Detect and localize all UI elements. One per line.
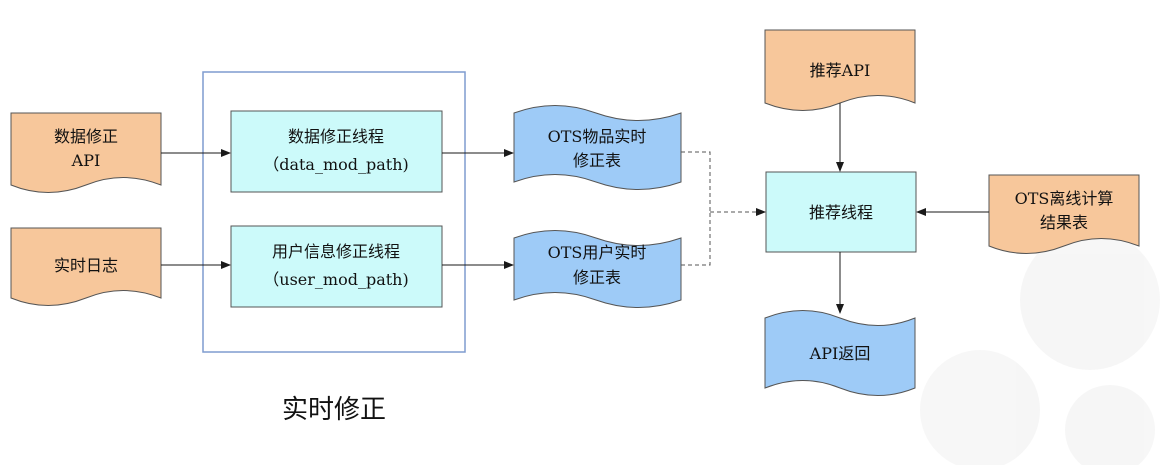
data-mod-thread: 数据修正线程 （data_mod_path) (230, 110, 443, 193)
offline-result-line2: 结果表 (1040, 213, 1088, 232)
offline-result-input: OTS离线计算 结果表 (988, 174, 1140, 254)
data-mod-api-line2: API (71, 151, 101, 170)
data-mod-thread-path: （data_mod_path) (263, 155, 409, 174)
realtime-log-input: 实时日志 (10, 227, 162, 306)
user-mod-thread-path: （user_mod_path) (263, 270, 408, 289)
user-fix-table-line1: OTS用户实时 (548, 243, 647, 262)
group-caption: 实时修正 (282, 395, 386, 425)
data-mod-api-input: 数据修正 API (10, 112, 162, 193)
realtime-fix-group (202, 71, 466, 353)
offline-result-line1: OTS离线计算 (1015, 189, 1114, 208)
item-fix-table-line2: 修正表 (573, 151, 621, 170)
user-fix-table: OTS用户实时 修正表 (513, 230, 682, 308)
background-watermark (920, 230, 1160, 465)
edge-item-table-to-rec-thread (681, 151, 711, 212)
recommend-api-label: 推荐API (810, 61, 871, 80)
dashed-edges (681, 151, 766, 266)
recommend-api-input: 推荐API (764, 29, 916, 111)
user-mod-thread: 用户信息修正线程 （user_mod_path) (230, 225, 443, 308)
recommend-thread: 推荐线程 (765, 171, 917, 253)
item-fix-table-line1: OTS物品实时 (548, 127, 647, 146)
edge-user-table-to-rec-thread (681, 212, 711, 266)
api-return-output: API返回 (764, 310, 916, 396)
user-fix-table-line2: 修正表 (573, 268, 621, 287)
item-fix-table: OTS物品实时 修正表 (513, 105, 682, 190)
user-mod-thread-title: 用户信息修正线程 (272, 242, 400, 261)
data-mod-api-line1: 数据修正 (54, 127, 118, 146)
api-return-label: API返回 (809, 344, 871, 363)
edges (161, 103, 989, 314)
realtime-log-label: 实时日志 (54, 256, 118, 275)
data-mod-thread-title: 数据修正线程 (288, 127, 384, 146)
recommend-thread-label: 推荐线程 (809, 203, 873, 222)
